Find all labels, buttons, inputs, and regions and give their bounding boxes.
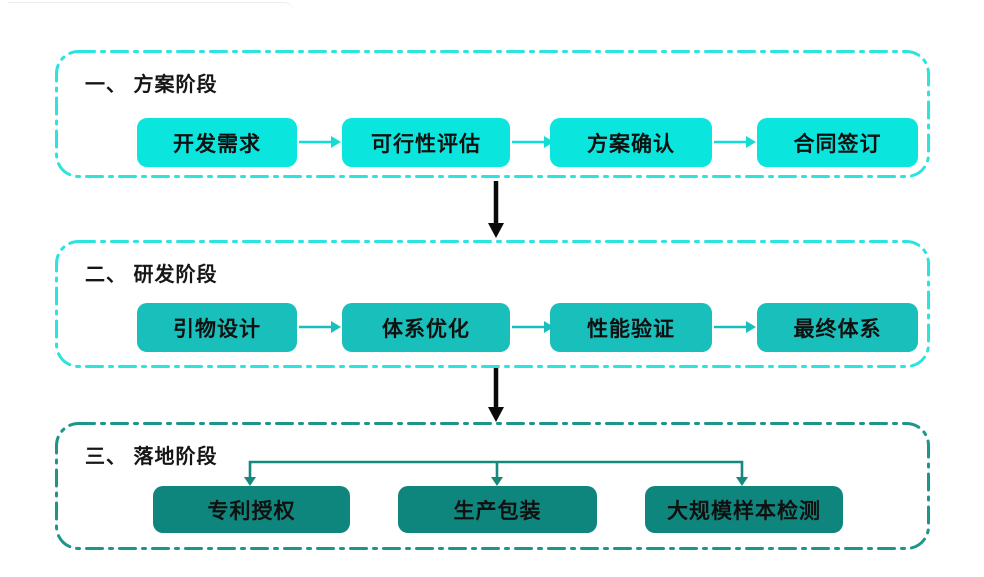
phase-2-dashed-border — [55, 240, 930, 368]
step-box-patent-license: 专利授权 — [153, 486, 350, 533]
phase-1-border-rect — [55, 50, 930, 178]
step-box-production-packaging: 生产包装 — [398, 486, 597, 533]
step-box-system-optimize: 体系优化 — [342, 303, 510, 352]
phase-3-title: 三、 落地阶段 — [85, 446, 218, 468]
arrow-head — [488, 223, 504, 238]
arrow-head — [331, 136, 341, 148]
branch-connector — [244, 460, 748, 486]
phase-3-panel: 三、 落地阶段 专利授权 生产包装 大规模样本检测 — [55, 422, 930, 550]
arrow-head — [544, 321, 554, 333]
phase-2-title: 二、 研发阶段 — [85, 264, 218, 286]
down-arrow-head — [491, 477, 503, 486]
right-arrow-icon — [714, 321, 756, 333]
right-arrow-icon — [512, 321, 554, 333]
phase-1-panel: 一、 方案阶段 开发需求 可行性评估 方案确认 合同签订 — [55, 50, 930, 178]
arrow-head — [331, 321, 341, 333]
arrow-head — [746, 136, 756, 148]
right-arrow-icon — [299, 321, 341, 333]
step-box-performance-verify: 性能验证 — [550, 303, 712, 352]
down-arrow-icon — [488, 368, 504, 422]
phase-3-border-rect — [55, 422, 930, 550]
phase-1-dashed-border — [55, 50, 930, 178]
phase-3-dashed-border — [55, 422, 930, 550]
arrow-head — [746, 321, 756, 333]
step-box-large-scale-testing: 大规模样本检测 — [645, 486, 843, 533]
arrow-head — [488, 407, 504, 422]
window-edge-line — [8, 2, 294, 13]
step-box-primer-design: 引物设计 — [137, 303, 297, 352]
phase-2-panel: 二、 研发阶段 引物设计 体系优化 性能验证 最终体系 — [55, 240, 930, 368]
right-arrow-icon — [299, 136, 341, 148]
right-arrow-icon — [512, 136, 554, 148]
step-box-contract-sign: 合同签订 — [757, 118, 918, 167]
down-arrow-icon — [488, 181, 504, 238]
right-arrow-icon — [714, 136, 756, 148]
step-box-feasibility: 可行性评估 — [342, 118, 510, 167]
phase-2-border-rect — [55, 240, 930, 368]
step-box-plan-confirm: 方案确认 — [550, 118, 712, 167]
step-box-final-system: 最终体系 — [757, 303, 918, 352]
arrow-head — [544, 136, 554, 148]
phase-1-title: 一、 方案阶段 — [85, 74, 218, 96]
down-arrow-head — [736, 477, 748, 486]
down-arrow-head — [244, 477, 256, 486]
step-box-dev-requirement: 开发需求 — [137, 118, 297, 167]
